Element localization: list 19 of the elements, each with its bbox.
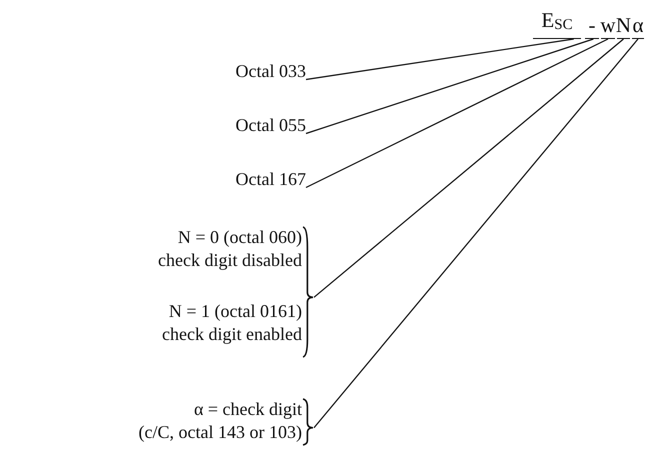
note-text: N = 0 (octal 060) xyxy=(176,226,302,249)
underlined-character: N xyxy=(617,8,630,39)
underlined-character: - xyxy=(585,8,599,39)
note-text: Octal 055 xyxy=(234,114,306,137)
underlined-character: α xyxy=(632,8,644,39)
leader-line xyxy=(314,38,624,298)
underlined-character: w xyxy=(601,8,615,39)
leader-line xyxy=(306,38,594,134)
leader-line xyxy=(306,38,608,188)
note-text: check digit enabled xyxy=(161,323,302,346)
leader-line xyxy=(314,38,638,428)
underlined-character: E$_{SC}$ xyxy=(533,8,581,39)
leader-line xyxy=(306,38,574,80)
note-text: N = 1 (octal 0161) xyxy=(168,300,302,323)
note-text: Octal 033 xyxy=(234,60,306,83)
note-text: (c/C, octal 143 or 103) xyxy=(138,421,302,444)
note-text: α = check digit xyxy=(192,398,302,421)
note-text: Octal 167 xyxy=(234,168,306,191)
note-text: check digit disabled xyxy=(157,249,302,272)
